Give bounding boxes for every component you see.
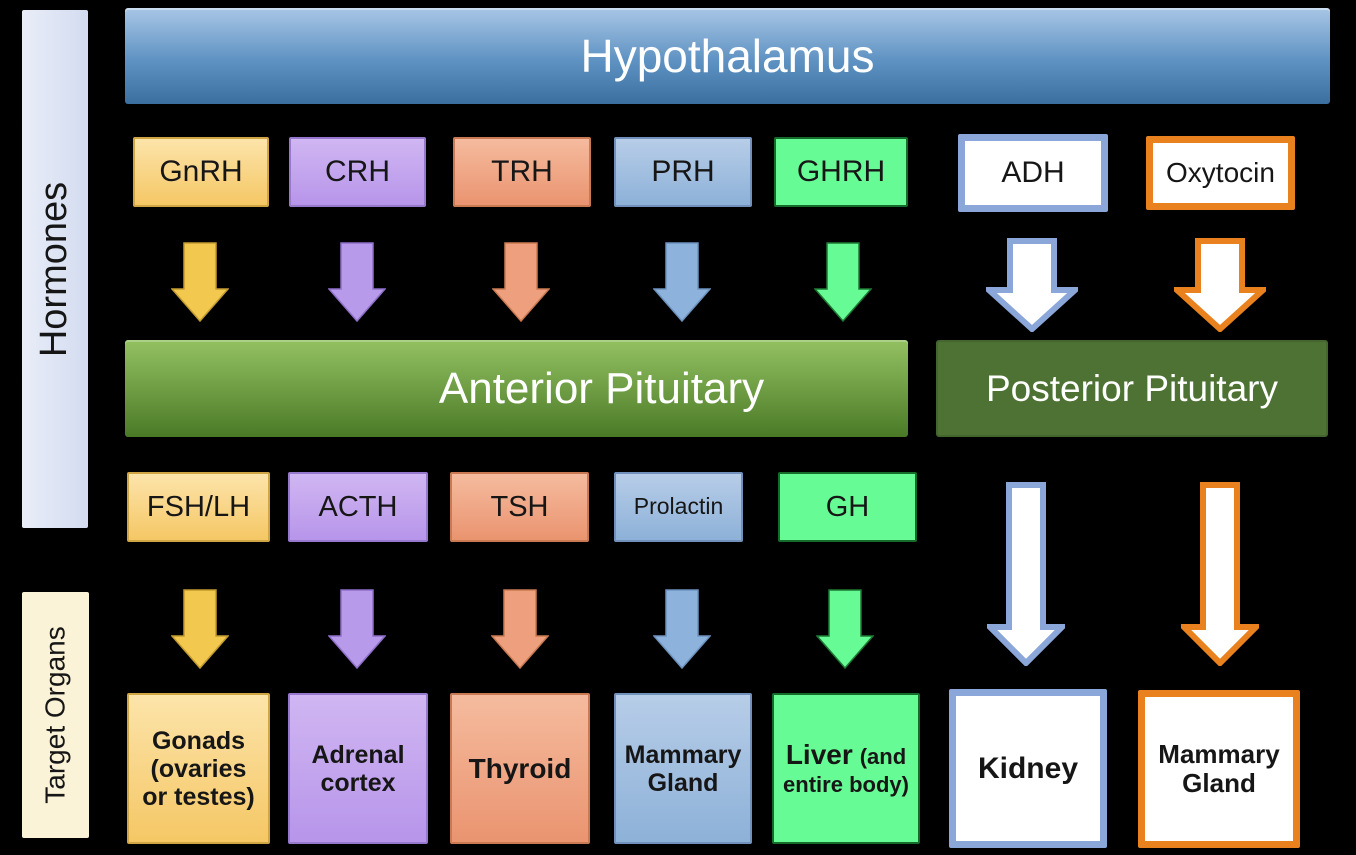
mammary-gland-posterior-label: Mammary Gland	[1158, 738, 1280, 798]
adh-box: ADH	[958, 134, 1108, 212]
gh-to-liver-arrow-icon	[816, 589, 874, 669]
ghrh-to-anterior-arrow-icon	[814, 242, 872, 322]
adh-to-posterior-arrow-icon	[986, 238, 1078, 332]
prh-label: PRH	[651, 155, 715, 189]
mammary-gland-label: Mammary Gland	[624, 740, 742, 797]
thyroid-box: Thyroid	[450, 693, 590, 844]
gh-box: GH	[778, 472, 917, 542]
adrenal-cortex-label: Adrenal cortex	[311, 740, 405, 797]
anterior-pituitary-box: Anterior Pituitary	[125, 340, 908, 437]
prh-to-anterior-arrow-icon	[653, 242, 711, 322]
adrenal-cortex-box: Adrenal cortex	[288, 693, 428, 844]
trh-to-anterior-arrow-icon	[492, 242, 550, 322]
tsh-box: TSH	[450, 472, 589, 542]
liver-label-main: Liver	[785, 738, 853, 770]
mammary-gland-box: Mammary Gland	[614, 693, 752, 844]
target-organs-sidebar: Target Organs	[22, 592, 89, 838]
adh-label: ADH	[1001, 156, 1065, 190]
hypothalamus-box: Hypothalamus	[125, 8, 1330, 104]
gnrh-label: GnRH	[159, 155, 243, 189]
fsh-lh-box: FSH/LH	[127, 472, 270, 542]
mammary-gland-posterior-box: Mammary Gland	[1138, 690, 1300, 848]
oxytocin-box: Oxytocin	[1146, 136, 1295, 210]
gh-label: GH	[825, 490, 870, 523]
gonads-label: Gonads (ovaries or testes)	[142, 726, 255, 811]
posterior-pituitary-box: Posterior Pituitary	[936, 340, 1328, 437]
hypothalamus-label: Hypothalamus	[580, 30, 875, 82]
liver-box: Liver (and entire body)	[772, 693, 920, 844]
oxytocin-to-posterior-arrow-icon	[1174, 238, 1266, 332]
tsh-to-thyroid-arrow-icon	[491, 589, 549, 669]
posterior-to-mammary-arrow-icon	[1181, 482, 1259, 666]
hormones-sidebar: Hormones	[22, 10, 88, 528]
gnrh-box: GnRH	[133, 137, 269, 207]
prolactin-to-mammary-arrow-icon	[653, 589, 711, 669]
kidney-box: Kidney	[949, 689, 1107, 848]
oxytocin-label: Oxytocin	[1166, 157, 1275, 189]
thyroid-label: Thyroid	[468, 752, 572, 784]
hormones-sidebar-label: Hormones	[33, 181, 76, 357]
acth-to-adrenal-arrow-icon	[328, 589, 386, 669]
fsh-lh-to-gonads-arrow-icon	[171, 589, 229, 669]
acth-label: ACTH	[318, 490, 398, 523]
prolactin-label: Prolactin	[633, 493, 724, 520]
ghrh-label: GHRH	[796, 155, 886, 189]
prh-box: PRH	[614, 137, 752, 207]
anterior-pituitary-label: Anterior Pituitary	[438, 363, 765, 413]
liver-label: Liver (and entire body)	[781, 739, 911, 798]
posterior-to-kidney-arrow-icon	[987, 482, 1065, 666]
posterior-pituitary-label: Posterior Pituitary	[986, 367, 1278, 409]
gonads-box: Gonads (ovaries or testes)	[127, 693, 270, 844]
acth-box: ACTH	[288, 472, 428, 542]
gnrh-to-anterior-arrow-icon	[171, 242, 229, 322]
crh-label: CRH	[325, 155, 390, 189]
target-organs-sidebar-label: Target Organs	[39, 626, 71, 804]
trh-box: TRH	[453, 137, 591, 207]
prolactin-box: Prolactin	[614, 472, 743, 542]
trh-label: TRH	[491, 155, 553, 189]
liver-label-detail: (and entire body)	[783, 743, 909, 798]
kidney-label: Kidney	[977, 751, 1079, 785]
ghrh-box: GHRH	[774, 137, 908, 207]
crh-box: CRH	[289, 137, 426, 207]
crh-to-anterior-arrow-icon	[328, 242, 386, 322]
tsh-label: TSH	[490, 490, 549, 523]
fsh-lh-label: FSH/LH	[146, 490, 251, 523]
